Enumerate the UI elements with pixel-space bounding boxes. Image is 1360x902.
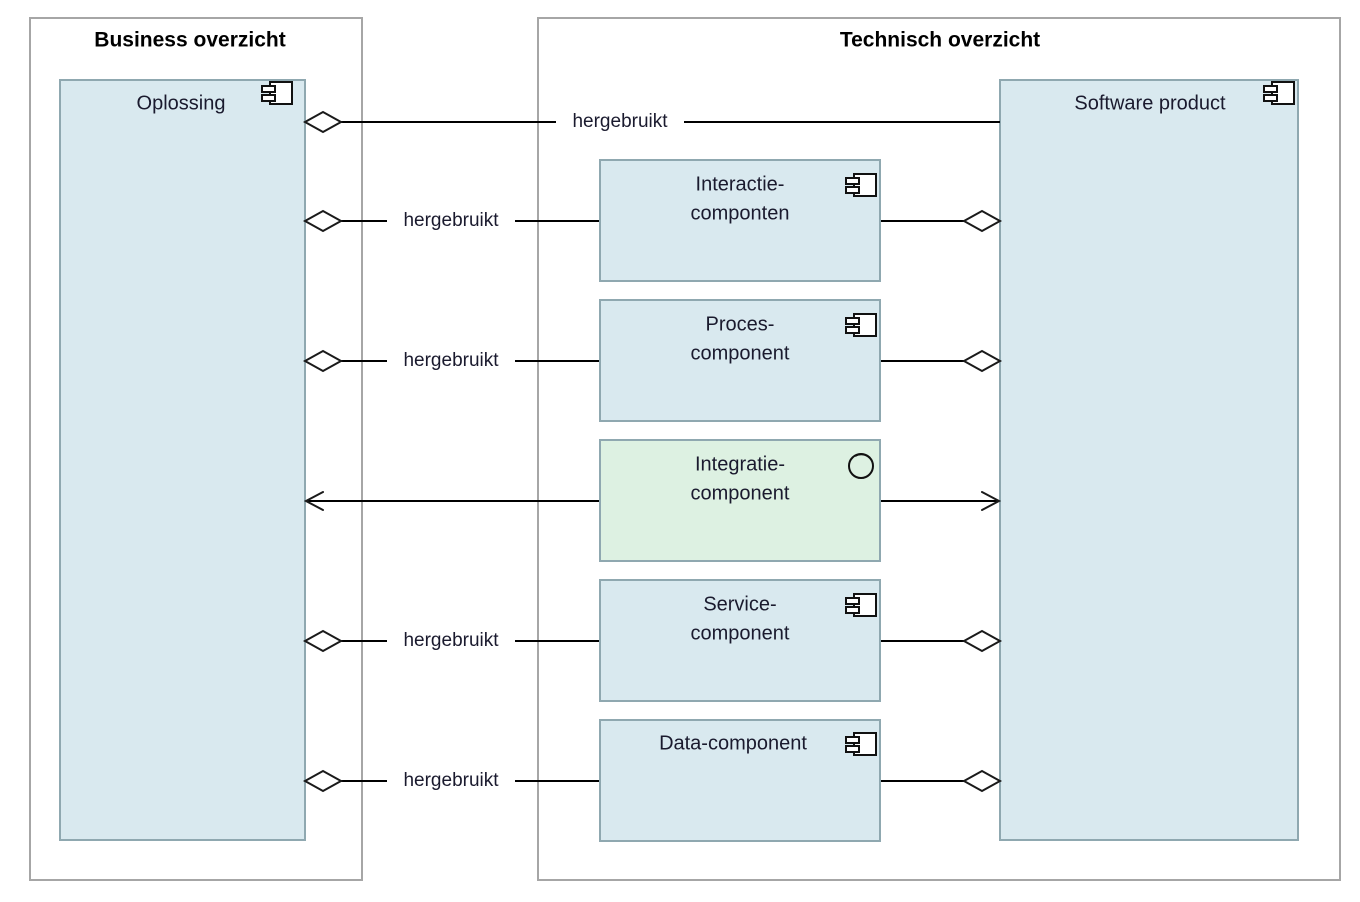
- edge-data-software-product: [880, 769, 1003, 793]
- edge-proces-software-product: [880, 349, 1003, 373]
- aggregation-diamond-icon: [302, 349, 344, 373]
- node-interactie-label-line1: Interactie-: [696, 173, 785, 195]
- node-service-label-line2: component: [691, 622, 790, 644]
- node-data-rect[interactable]: [599, 719, 881, 842]
- edge-label-backdrop: [387, 210, 515, 232]
- node-integratie-rect[interactable]: [599, 439, 881, 562]
- node-proces-label-line2: component: [691, 342, 790, 364]
- edge-label: hergebruikt: [403, 770, 499, 791]
- node-oplossing-rect[interactable]: [59, 79, 306, 841]
- component-icon: [845, 313, 877, 337]
- open-arrow-right-icon: [981, 491, 1002, 511]
- edge-oplossing-proces: hergebruikt: [302, 349, 600, 373]
- node-proces-rect[interactable]: [599, 299, 881, 422]
- node-proces-component[interactable]: Proces- component: [599, 299, 881, 422]
- node-integratie-label-line1: Integratie-: [695, 453, 785, 475]
- node-data-label: Data-component: [659, 732, 807, 754]
- component-icon: [1263, 81, 1295, 105]
- edge-oplossing-interactie: hergebruikt: [302, 209, 600, 233]
- node-oplossing-label: Oplossing: [137, 92, 226, 114]
- node-oplossing[interactable]: Oplossing: [59, 79, 306, 841]
- edge-label: hergebruikt: [572, 111, 668, 132]
- aggregation-diamond-icon: [961, 209, 1003, 233]
- aggregation-diamond-icon: [302, 769, 344, 793]
- node-data-component[interactable]: Data-component: [599, 719, 881, 842]
- aggregation-diamond-icon: [302, 110, 344, 134]
- aggregation-diamond-icon: [302, 209, 344, 233]
- node-service-rect[interactable]: [599, 579, 881, 702]
- component-icon: [261, 81, 293, 105]
- node-interactie-componten[interactable]: Interactie- componten: [599, 159, 881, 282]
- node-software-product-rect[interactable]: [999, 79, 1299, 841]
- circle-icon: [848, 453, 874, 479]
- node-service-label-line1: Service-: [703, 593, 776, 615]
- component-icon: [845, 732, 877, 756]
- node-proces-label-line1: Proces-: [706, 313, 775, 335]
- edge-interactie-software-product: [880, 209, 1003, 233]
- edge-label: hergebruikt: [403, 350, 499, 371]
- node-service-component[interactable]: Service- component: [599, 579, 881, 702]
- edge-label: hergebruikt: [403, 210, 499, 231]
- frame-business-title: Business overzicht: [94, 29, 285, 52]
- aggregation-diamond-icon: [961, 349, 1003, 373]
- component-icon: [845, 593, 877, 617]
- aggregation-diamond-icon: [302, 629, 344, 653]
- node-integratie-component[interactable]: Integratie- component: [599, 439, 881, 562]
- edge-label-backdrop: [556, 111, 684, 133]
- component-icon: [845, 173, 877, 197]
- edge-label-backdrop: [387, 770, 515, 792]
- edge-oplossing-service: hergebruikt: [302, 629, 600, 653]
- edge-label-backdrop: [387, 630, 515, 652]
- node-software-product-label: Software product: [1074, 92, 1226, 114]
- open-arrow-left-icon: [303, 491, 324, 511]
- edge-integratie-software-product: [880, 491, 1002, 511]
- node-interactie-label-line2: componten: [691, 202, 790, 224]
- edge-oplossing-software-product: hergebruikt: [302, 110, 1000, 134]
- aggregation-diamond-icon: [961, 769, 1003, 793]
- node-software-product[interactable]: Software product: [999, 79, 1299, 841]
- edge-label: hergebruikt: [403, 630, 499, 651]
- edge-service-software-product: [880, 629, 1003, 653]
- edge-label-backdrop: [387, 350, 515, 372]
- node-interactie-rect[interactable]: [599, 159, 881, 282]
- edge-oplossing-data: hergebruikt: [302, 769, 600, 793]
- aggregation-diamond-icon: [961, 629, 1003, 653]
- node-integratie-label-line2: component: [691, 482, 790, 504]
- frame-technisch-title: Technisch overzicht: [840, 29, 1040, 52]
- edge-integratie-oplossing: [303, 491, 600, 511]
